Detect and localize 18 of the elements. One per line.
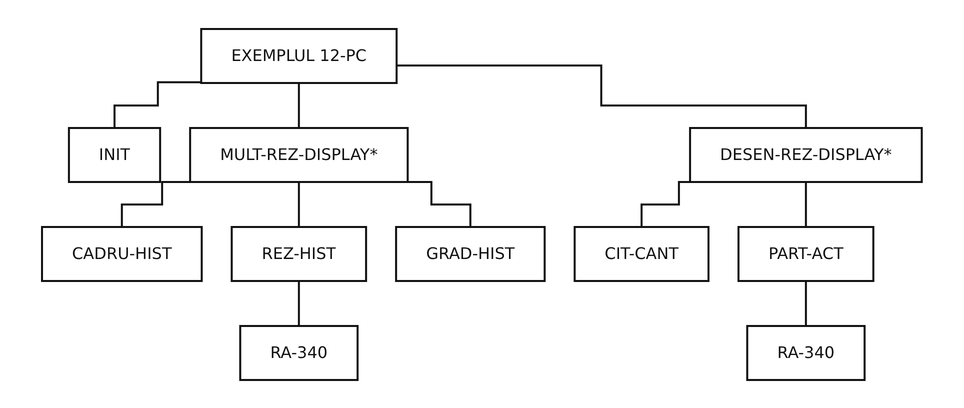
node-box: DESEN-REZ-DISPLAY*: [689, 126, 923, 182]
node-box: CIT-CANT: [574, 226, 710, 282]
node-box: PART-ACT: [738, 226, 874, 282]
node-box: MULT-REZ-DISPLAY*: [189, 126, 409, 182]
connector: [298, 180, 300, 228]
connector: [396, 64, 808, 128]
connector: [298, 280, 300, 326]
node-box: RA-340: [746, 324, 866, 380]
connector: [114, 80, 202, 128]
node-box: INIT: [68, 126, 162, 182]
node-box: REZ-HIST: [230, 226, 368, 282]
connector: [298, 82, 300, 128]
connector: [805, 180, 808, 228]
node-box: CADRU-HIST: [41, 226, 203, 282]
node-box: GRAD-HIST: [395, 226, 546, 282]
node-box: RA-340: [239, 324, 359, 380]
node-box: EXEMPLUL 12-PC: [200, 28, 398, 84]
connector: [805, 280, 808, 326]
